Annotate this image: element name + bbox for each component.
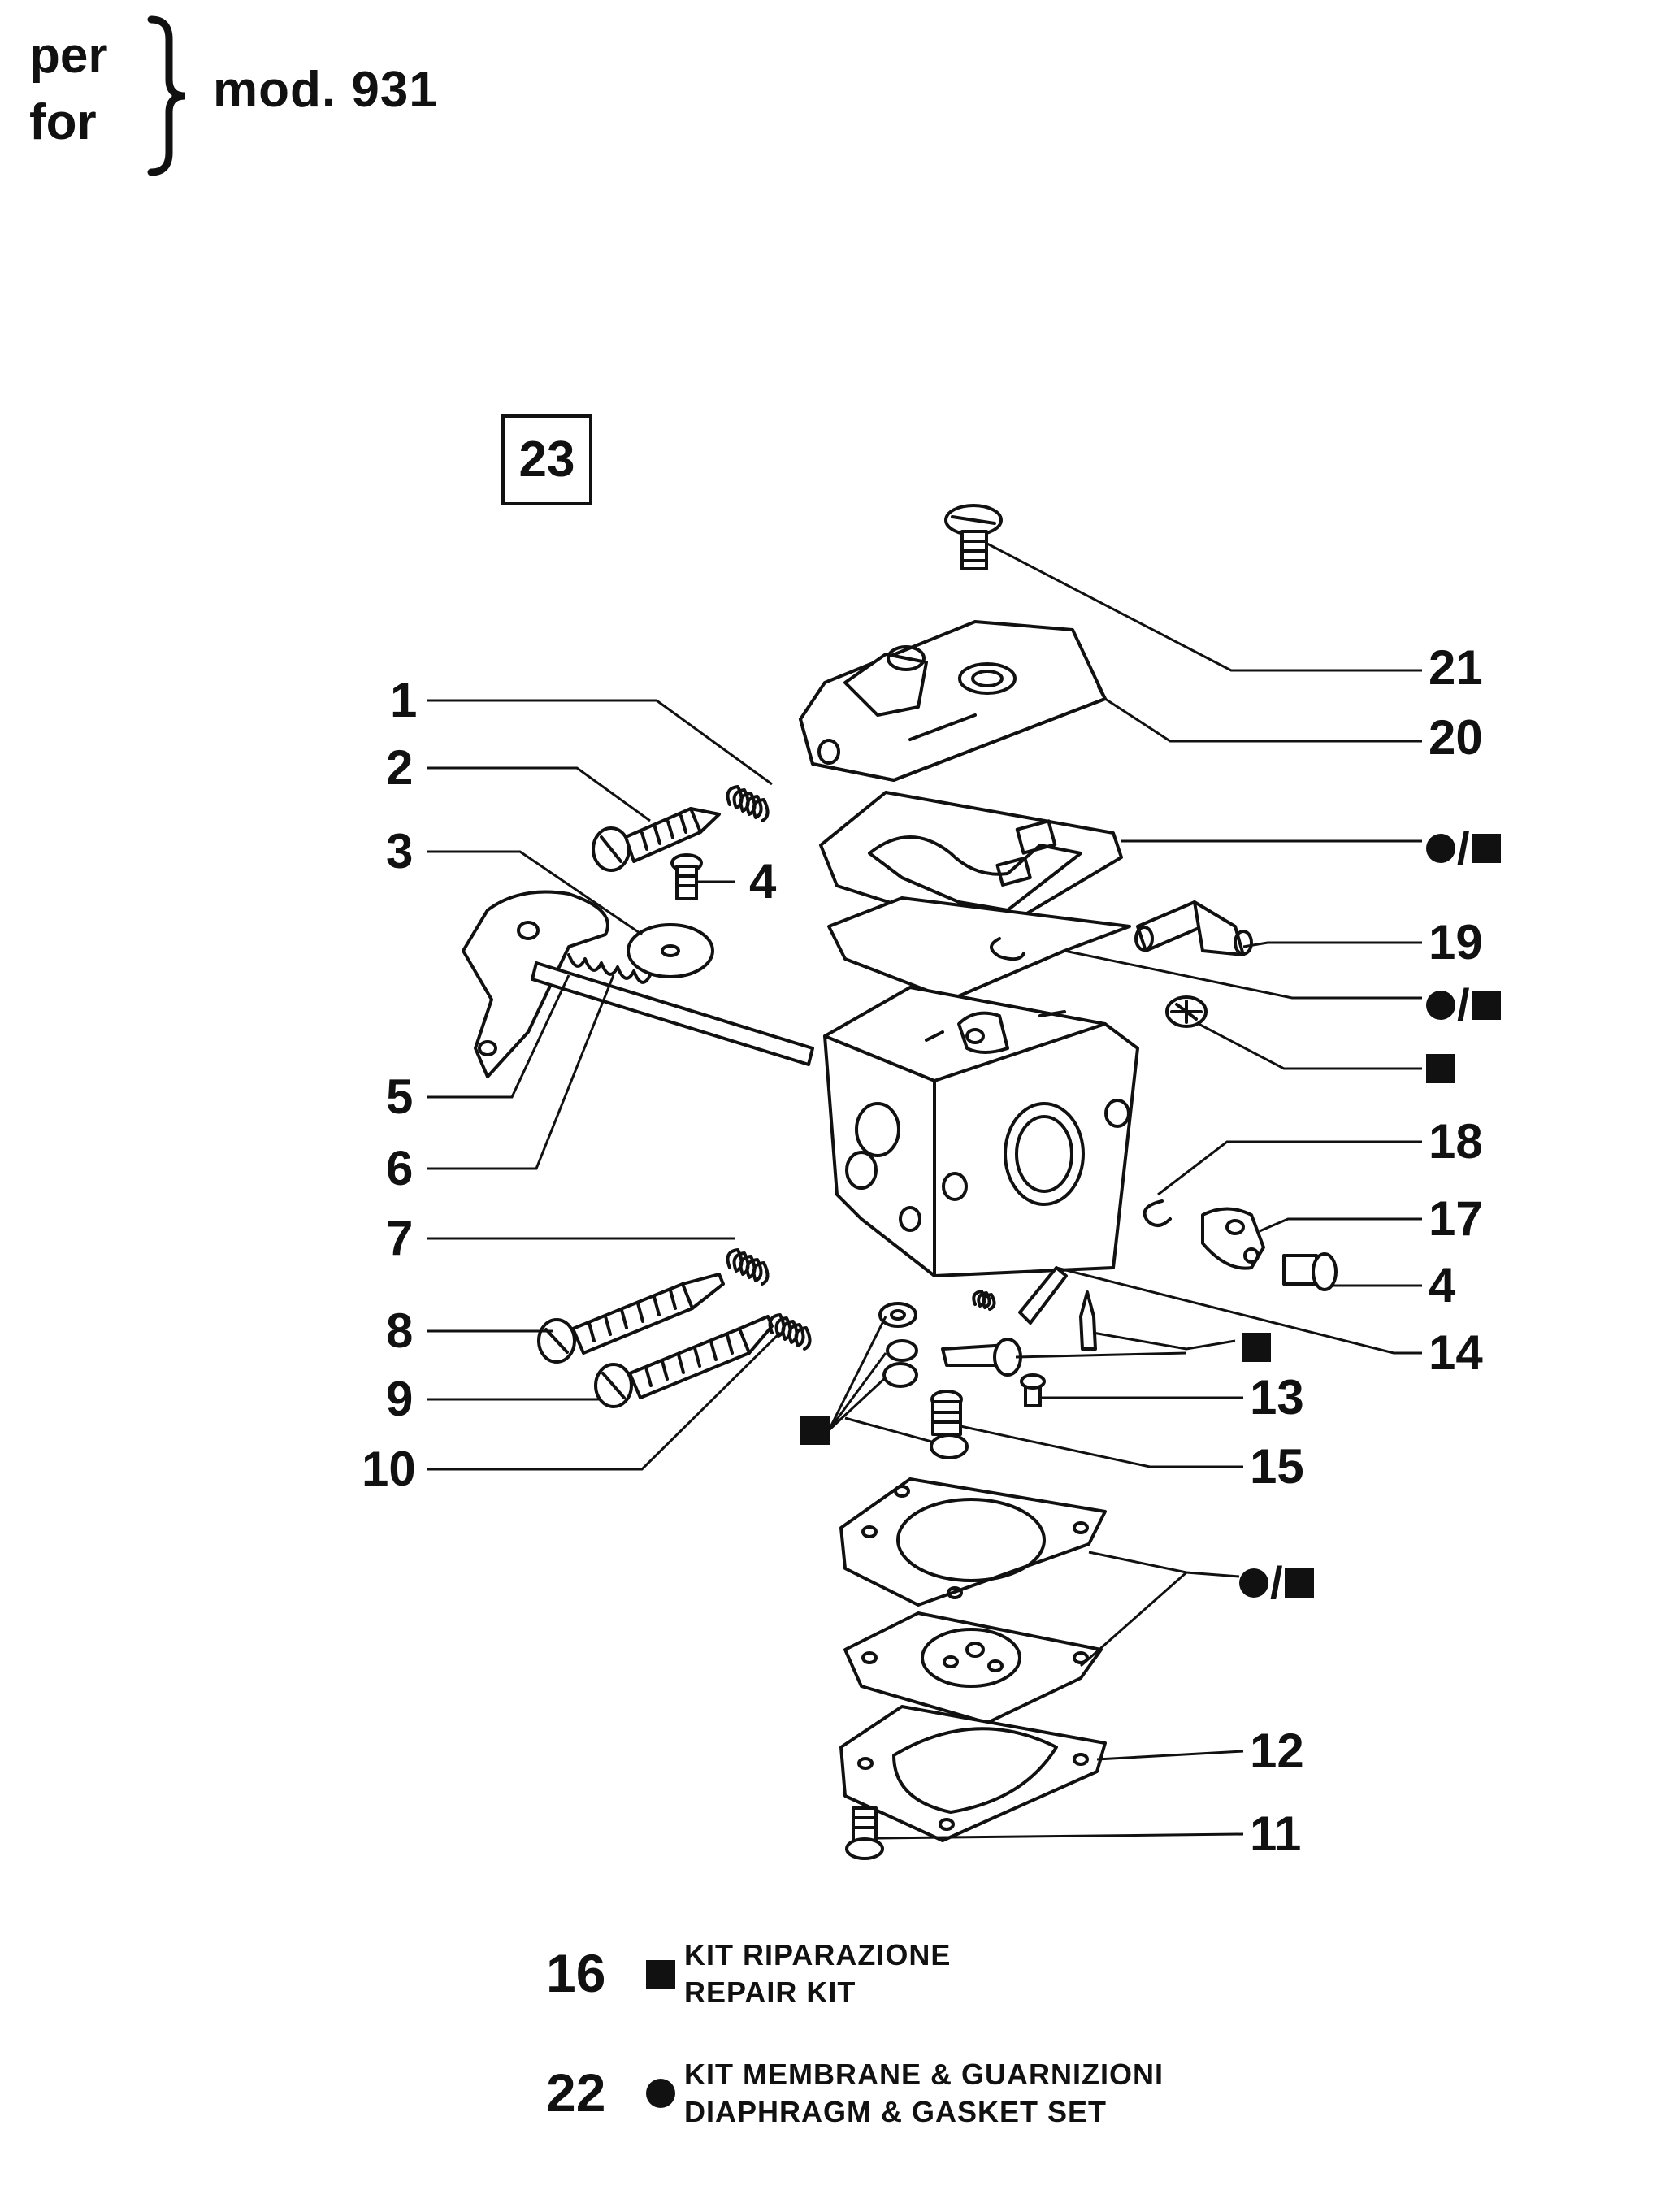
- legend-circle-icon: [646, 2079, 675, 2108]
- header-for: for: [29, 94, 97, 150]
- callout-1: 1: [390, 673, 418, 727]
- part-17-cam: [1201, 1207, 1265, 1270]
- callout-19: 19: [1429, 915, 1483, 969]
- legend-square-icon: [646, 1960, 675, 1989]
- symbol-circle-square-3: /: [1239, 1560, 1314, 1606]
- callout-8: 8: [386, 1303, 414, 1358]
- part-6-shaft: [531, 953, 814, 1066]
- header-per: per: [29, 28, 108, 84]
- part-1-spring: [726, 785, 770, 822]
- legend-gasket-set-line2: DIAPHRAGM & GASKET SET: [684, 2095, 1108, 2128]
- part-4-screw-left: [670, 853, 703, 900]
- callout-5: 5: [386, 1069, 414, 1124]
- part-7-spring: [726, 1248, 770, 1286]
- part-3-disc: [627, 923, 714, 978]
- part-2-needle: [592, 807, 721, 872]
- part-11-screw: [845, 1806, 884, 1860]
- callout-15: 15: [1250, 1439, 1304, 1494]
- part-9-needle: [594, 1315, 774, 1408]
- symbol-circle-square-2: /: [1426, 982, 1501, 1028]
- callout-12: 12: [1250, 1724, 1304, 1778]
- page-number-box: 23: [501, 414, 592, 505]
- callout-9: 9: [386, 1372, 414, 1426]
- gasket-bottom-1: [839, 1477, 1107, 1607]
- filter-screen: [1165, 995, 1208, 1028]
- legend-gasket-set-line1: KIT MEMBRANE & GUARNIZIONI: [684, 2058, 1164, 2091]
- callout-21: 21: [1429, 640, 1483, 695]
- part-8-needle: [537, 1273, 725, 1364]
- symbol-square-2: [1242, 1333, 1271, 1362]
- callout-11: 11: [1250, 1806, 1302, 1861]
- callout-6: 6: [386, 1141, 414, 1195]
- legend-gasket-set-number: 22: [546, 2062, 606, 2123]
- callout-10: 10: [362, 1442, 416, 1496]
- callout-4-right: 4: [1429, 1258, 1456, 1312]
- callout-14: 14: [1429, 1325, 1483, 1380]
- callout-18: 18: [1429, 1114, 1483, 1169]
- part-21-screw: [944, 504, 1003, 570]
- symbol-circle-square-1: /: [1426, 826, 1501, 871]
- diaphragm-bottom: [843, 1611, 1103, 1724]
- callout-13: 13: [1250, 1370, 1304, 1425]
- callout-7: 7: [386, 1211, 414, 1265]
- diaphragm-top: [827, 896, 1131, 1001]
- small-parts-group: [878, 1266, 1097, 1407]
- legend-repair-kit-line1: KIT RIPARAZIONE: [684, 1938, 952, 1971]
- legend-repair-kit-line2: REPAIR KIT: [684, 1976, 856, 2009]
- part-20-cover: [799, 620, 1107, 782]
- legend-repair-kit-number: 16: [546, 1943, 606, 2003]
- callout-17: 17: [1429, 1191, 1483, 1246]
- callout-2: 2: [386, 740, 414, 795]
- symbol-square-3: [800, 1416, 830, 1445]
- symbol-square-1: [1426, 1054, 1455, 1083]
- part-18-clip: [1143, 1199, 1172, 1227]
- header-model: mod. 931: [213, 62, 438, 118]
- part-15-seat: [930, 1390, 969, 1459]
- callout-4-left: 4: [749, 854, 777, 909]
- part-10-spring: [768, 1313, 812, 1351]
- part-12-cover: [839, 1705, 1107, 1842]
- part-4-screw-right: [1282, 1252, 1338, 1291]
- part-19-fitting: [1134, 900, 1253, 956]
- part-5-lever: [462, 890, 609, 1078]
- callout-20: 20: [1429, 710, 1483, 765]
- carburetor-body: [823, 986, 1139, 1277]
- callout-3: 3: [386, 824, 414, 878]
- brace-icon: [147, 15, 186, 176]
